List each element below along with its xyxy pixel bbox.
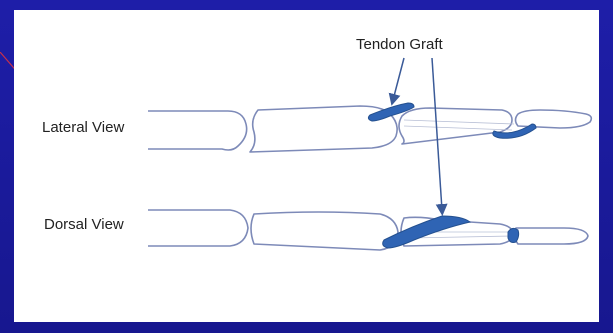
tendon-graft-label: Tendon Graft <box>356 36 443 54</box>
lateral-tunnel-lines <box>404 120 514 130</box>
lateral-distal-phalanx-bone <box>516 110 592 128</box>
dorsal-proximal-phalanx-bone <box>251 212 398 250</box>
dorsal-view-bones <box>148 210 588 250</box>
arrow-to-dorsal-graft <box>432 58 442 210</box>
dorsal-metacarpal-bone <box>148 210 248 246</box>
dorsal-distal-phalanx-bone <box>514 228 588 244</box>
dorsal-view-label: Dorsal View <box>44 216 124 234</box>
lateral-view-label: Lateral View <box>42 119 124 137</box>
dorsal-graft-anchor <box>508 228 519 242</box>
lateral-middle-phalanx-bone <box>399 108 512 144</box>
lateral-tendon-graft-distal <box>493 124 536 138</box>
arrow-to-lateral-graft <box>393 58 404 100</box>
lateral-metacarpal-bone <box>148 111 247 150</box>
